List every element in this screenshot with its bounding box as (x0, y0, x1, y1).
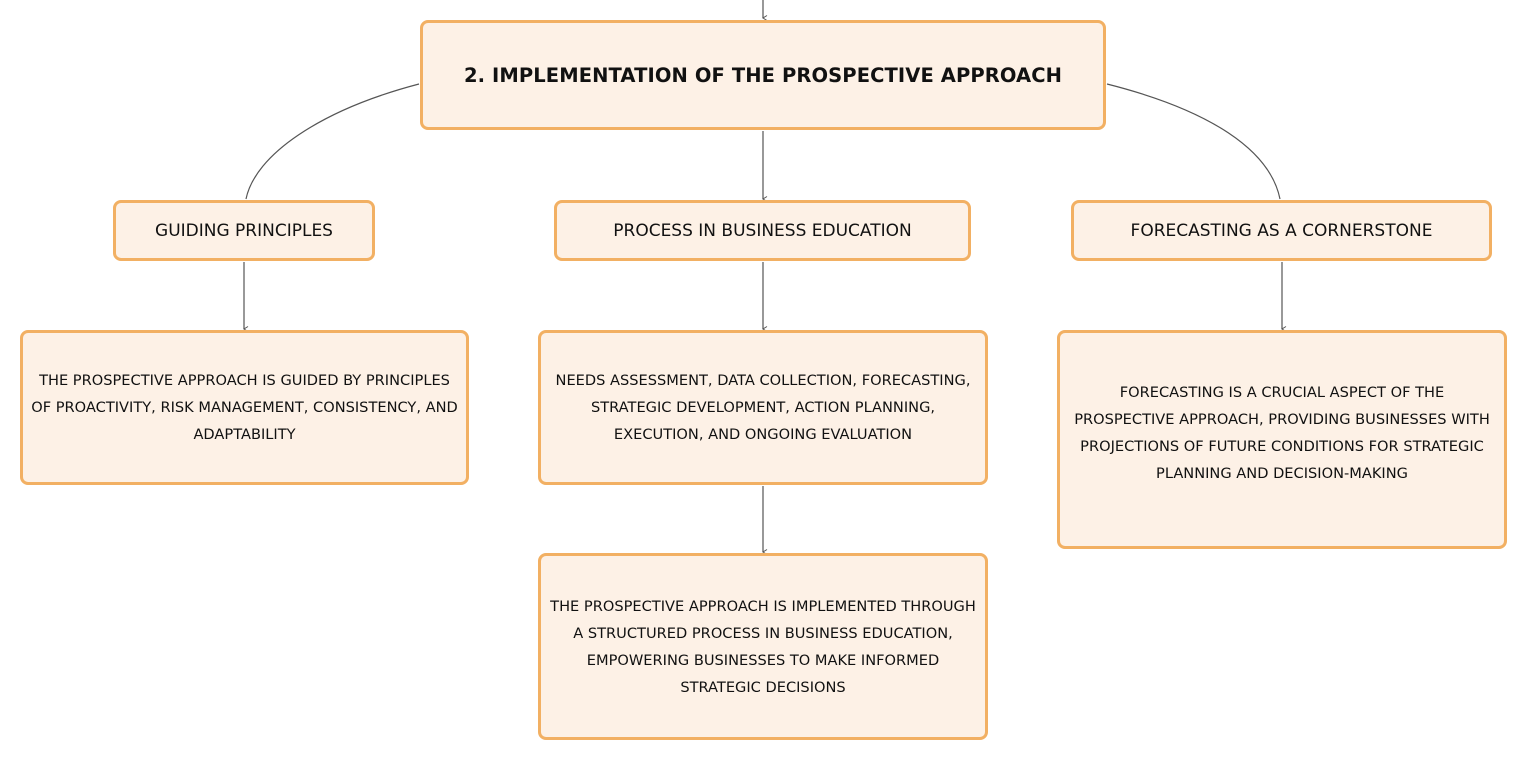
branch-node-forecasting-as-a-cornerstone[interactable]: FORECASTING AS A CORNERSTONE (1071, 200, 1492, 261)
detail-text: THE PROSPECTIVE APPROACH IS GUIDED BY PR… (31, 372, 458, 443)
detail-node-structured-process[interactable]: THE PROSPECTIVE APPROACH IS IMPLEMENTED … (538, 553, 988, 740)
detail-node-process-steps[interactable]: NEEDS ASSESSMENT, DATA COLLECTION, FOREC… (538, 330, 988, 485)
root-topic-node[interactable]: 2. IMPLEMENTATION OF THE PROSPECTIVE APP… (420, 20, 1106, 130)
connector-root-to-guiding-principles (245, 83, 420, 200)
root-topic-title: 2. IMPLEMENTATION OF THE PROSPECTIVE APP… (463, 63, 1063, 87)
branch-node-guiding-principles[interactable]: GUIDING PRINCIPLES (113, 200, 375, 261)
branch-label: GUIDING PRINCIPLES (155, 220, 333, 241)
detail-text: THE PROSPECTIVE APPROACH IS IMPLEMENTED … (550, 597, 976, 696)
detail-text: NEEDS ASSESSMENT, DATA COLLECTION, FOREC… (555, 372, 971, 443)
detail-node-guiding-principles[interactable]: THE PROSPECTIVE APPROACH IS GUIDED BY PR… (20, 330, 469, 485)
connector-root-to-forecasting (1106, 83, 1281, 200)
branch-label: FORECASTING AS A CORNERSTONE (1130, 220, 1433, 241)
branch-label: PROCESS IN BUSINESS EDUCATION (613, 220, 912, 241)
detail-node-forecasting[interactable]: FORECASTING IS A CRUCIAL ASPECT OF THE P… (1057, 330, 1507, 549)
detail-text: FORECASTING IS A CRUCIAL ASPECT OF THE P… (1074, 383, 1490, 482)
branch-node-process-in-business-education[interactable]: PROCESS IN BUSINESS EDUCATION (554, 200, 971, 261)
